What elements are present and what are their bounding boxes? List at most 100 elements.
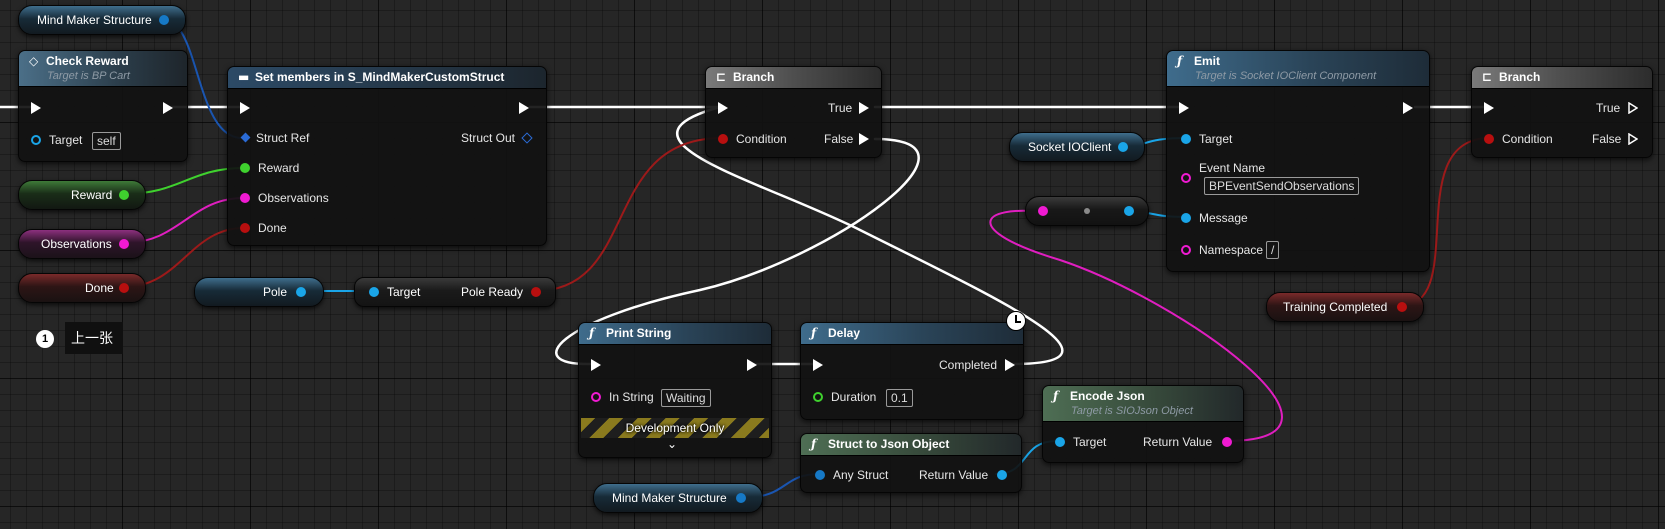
mind-maker-structure-var-top[interactable]: Mind Maker Structure (18, 5, 186, 35)
exec-true-pin[interactable] (1628, 102, 1638, 114)
pin-label: Condition (1502, 132, 1553, 146)
in-string-field[interactable]: Waiting (661, 389, 711, 407)
output-pin[interactable] (1118, 142, 1128, 152)
output-pin[interactable] (736, 493, 746, 503)
node-title: Emit (1194, 54, 1221, 68)
pin-label: False (1592, 132, 1622, 146)
pole-ready-node[interactable]: Target Pole Ready (354, 277, 556, 307)
condition-pin[interactable] (718, 134, 728, 144)
duration-field[interactable]: 0.1 (886, 389, 913, 407)
exec-in-pin[interactable] (1484, 102, 1494, 114)
node-title: Delay (828, 326, 861, 340)
output-pin[interactable] (119, 190, 129, 200)
target-field[interactable]: self (92, 132, 121, 150)
exec-in-pin[interactable] (240, 102, 250, 114)
exec-wire (555, 137, 920, 366)
comment-number: 1 (36, 330, 54, 348)
observations-pin[interactable] (240, 193, 250, 203)
var-label: Mind Maker Structure (612, 491, 727, 505)
target-pin[interactable] (1055, 437, 1065, 447)
pin-label: Any Struct (833, 468, 889, 482)
exec-out-pin[interactable] (163, 102, 173, 114)
duration-pin[interactable] (813, 392, 823, 402)
exec-in-pin[interactable] (31, 102, 41, 114)
chevron-down-icon[interactable]: ⌄ (667, 437, 678, 451)
reward-var[interactable]: Reward (18, 180, 146, 210)
node-title: Print String (606, 326, 672, 340)
exec-out-pin[interactable] (519, 102, 529, 114)
observations-var[interactable]: Observations (18, 229, 146, 259)
in-string-pin[interactable] (591, 392, 601, 402)
exec-out-pin[interactable] (1403, 102, 1413, 114)
struct-ref-pin[interactable] (240, 132, 251, 143)
set-members-node[interactable]: ▬Set members in S_MindMakerCustomStruct … (227, 66, 547, 246)
pole-ready-pin[interactable] (531, 287, 541, 297)
mind-maker-structure-var-bottom[interactable]: Mind Maker Structure (593, 483, 763, 513)
function-icon: ƒ (811, 326, 817, 340)
exec-false-pin[interactable] (859, 133, 869, 145)
pin-label: Done (258, 221, 287, 235)
target-pin[interactable] (1181, 134, 1191, 144)
done-pin[interactable] (240, 223, 250, 233)
exec-in-pin[interactable] (591, 359, 601, 371)
pin-label: Duration (831, 390, 877, 404)
node-subtitle: Target is Socket IOClient Component (1195, 70, 1377, 82)
var-label: Done (85, 281, 114, 295)
exec-in-pin[interactable] (813, 359, 823, 371)
output-pin[interactable] (159, 15, 169, 25)
event-name-pin[interactable] (1181, 173, 1191, 183)
namespace-pin[interactable] (1181, 245, 1191, 255)
event-name-field[interactable]: BPEventSendObservations (1204, 177, 1360, 195)
return-value-pin[interactable] (997, 470, 1007, 480)
node-subtitle: Target is BP Cart (47, 70, 130, 82)
pole-var[interactable]: Pole (194, 277, 324, 307)
struct-out-pin[interactable] (521, 132, 533, 144)
function-icon: ƒ (1177, 54, 1183, 68)
namespace-field[interactable]: / (1266, 241, 1280, 259)
node-title: Branch (733, 70, 775, 84)
branch-node[interactable]: ⊏Branch True Condition False (705, 66, 882, 158)
event-icon: ◇ (29, 54, 39, 68)
check-reward-node[interactable]: ◇Check Reward Target is BP Cart Target s… (18, 50, 188, 162)
var-label: Pole (263, 285, 288, 299)
return-value-pin[interactable] (1222, 437, 1232, 447)
emit-node[interactable]: ƒ Emit Target is Socket IOClient Componen… (1166, 50, 1430, 272)
output-pin[interactable] (296, 287, 306, 297)
var-label: Observations (41, 237, 112, 251)
pin-label: Target (1199, 132, 1233, 146)
target-pin[interactable] (369, 287, 379, 297)
dev-only-label: Development Only (625, 421, 725, 435)
exec-false-pin[interactable] (1628, 133, 1638, 145)
reroute-node[interactable] (1025, 196, 1149, 226)
reward-pin[interactable] (240, 163, 250, 173)
exec-out-pin[interactable] (747, 359, 757, 371)
output-pin[interactable] (119, 283, 129, 293)
exec-in-pin[interactable] (718, 102, 728, 114)
branch-icon: ⊏ (1482, 70, 1493, 84)
exec-true-pin[interactable] (859, 102, 869, 114)
training-completed-var[interactable]: Training Completed (1266, 292, 1424, 322)
node-title: Check Reward (46, 54, 129, 68)
message-pin[interactable] (1181, 213, 1191, 223)
exec-completed-pin[interactable] (1005, 359, 1015, 371)
done-var[interactable]: Done (18, 273, 146, 303)
exec-in-pin[interactable] (1179, 102, 1189, 114)
output-pin[interactable] (119, 239, 129, 249)
node-title: Struct to Json Object (828, 437, 950, 451)
socket-ioclient-var[interactable]: Socket IOClient (1009, 132, 1145, 162)
any-struct-pin[interactable] (815, 470, 825, 480)
input-pin[interactable] (1038, 206, 1048, 216)
output-pin[interactable] (1124, 206, 1134, 216)
condition-pin[interactable] (1484, 134, 1494, 144)
clock-icon (1006, 311, 1026, 331)
branch-node-2[interactable]: ⊏Branch True Condition False (1471, 66, 1653, 158)
var-label: Socket IOClient (1028, 140, 1112, 154)
output-pin[interactable] (1397, 302, 1407, 312)
pin-label: Struct Ref (256, 131, 310, 145)
target-pin[interactable] (31, 135, 41, 145)
